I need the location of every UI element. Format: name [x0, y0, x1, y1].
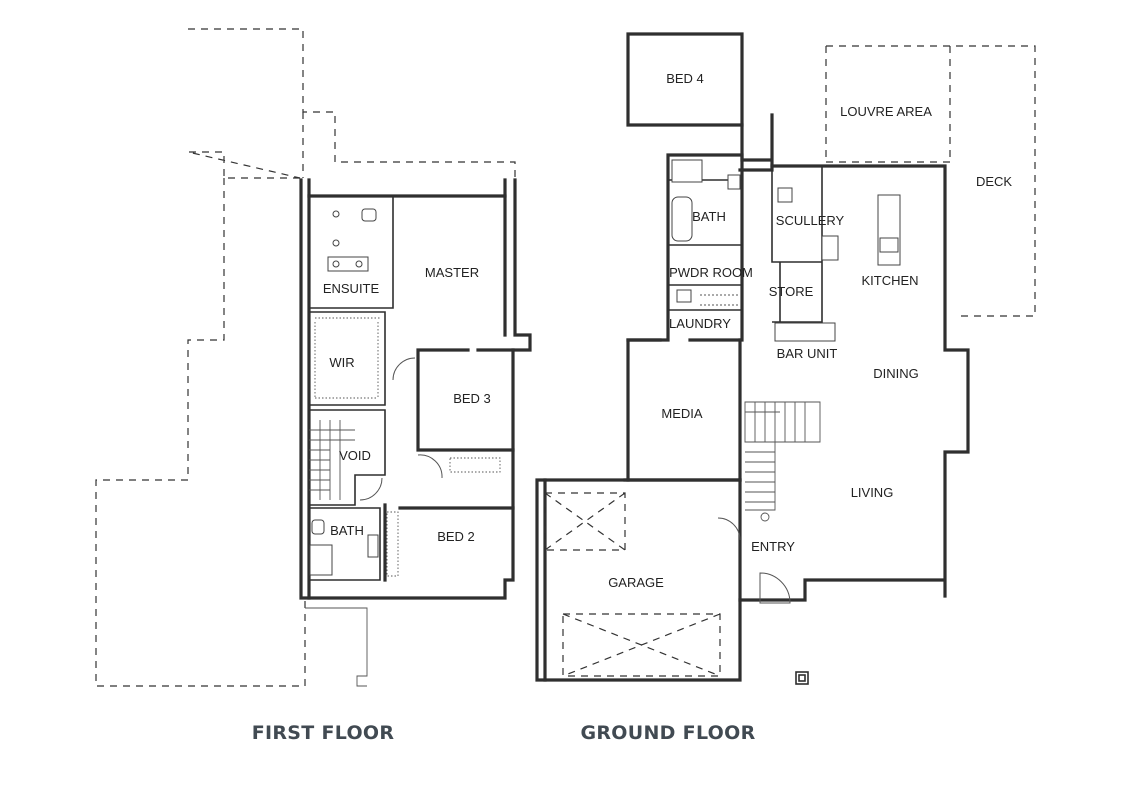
first-floor-roof-outline: [95, 28, 516, 687]
room-label-living: LIVING: [851, 485, 894, 500]
room-label-gf-bath: BATH: [692, 209, 726, 224]
first-floor-outer-wall: [299, 178, 532, 600]
room-label-bed4: BED 4: [666, 71, 704, 86]
room-label-bed3: BED 3: [453, 391, 491, 406]
room-label-media: MEDIA: [661, 406, 703, 421]
room-label-master: MASTER: [425, 265, 479, 280]
ground-floor-plan: [535, 32, 1036, 685]
louvre-deck-outline: [825, 45, 1036, 317]
room-label-deck: DECK: [976, 174, 1012, 189]
room-labels: ENSUITE MASTER WIR BED 3 VOID BATH BED 2…: [323, 71, 1013, 590]
room-label-pwdr: PWDR ROOM: [669, 265, 753, 280]
first-floor-title: FIRST FLOOR: [252, 722, 395, 744]
room-label-entry: ENTRY: [751, 539, 795, 554]
room-label-laundry: LAUNDRY: [669, 316, 731, 331]
room-label-scullery: SCULLERY: [776, 213, 845, 228]
room-label-dining: DINING: [873, 366, 919, 381]
room-label-ensuite: ENSUITE: [323, 281, 380, 296]
room-label-store: STORE: [769, 284, 814, 299]
room-label-kitchen: KITCHEN: [861, 273, 918, 288]
room-label-garage: GARAGE: [608, 575, 664, 590]
room-label-wir: WIR: [329, 355, 354, 370]
ground-floor-title: GROUND FLOOR: [580, 722, 755, 744]
first-floor-plan: [95, 28, 532, 687]
room-label-bed2: BED 2: [437, 529, 475, 544]
room-label-bar: BAR UNIT: [777, 346, 838, 361]
room-label-louvre: LOUVRE AREA: [840, 104, 932, 119]
room-label-ff-bath: BATH: [330, 523, 364, 538]
ground-floor-outer-wall: [535, 164, 970, 682]
room-label-void: VOID: [339, 448, 371, 463]
